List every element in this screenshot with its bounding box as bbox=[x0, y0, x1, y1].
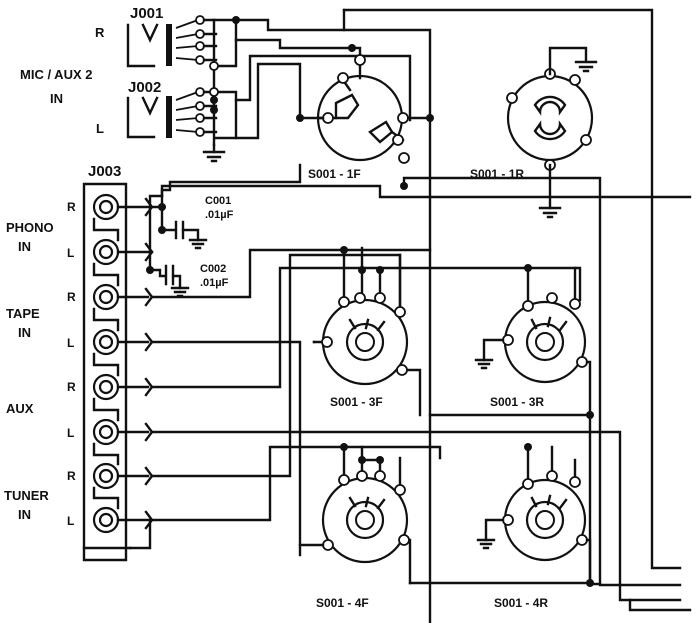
right-bus-wiring bbox=[342, 8, 692, 612]
text-labels: J001 J002 J003 R L MIC / AUX 2 IN PHONO … bbox=[4, 5, 548, 610]
rca-jacks bbox=[92, 193, 154, 534]
phono-in-label: IN bbox=[18, 239, 31, 254]
channel-label-mic-r: R bbox=[95, 25, 105, 40]
rca-jack-aux-l bbox=[92, 418, 154, 446]
phono-label: PHONO bbox=[6, 220, 54, 235]
channel-label-tape-r: R bbox=[67, 290, 76, 304]
capacitor-c002 bbox=[146, 264, 190, 298]
tuner-in-label: IN bbox=[18, 507, 31, 522]
channel-label-aux-l: L bbox=[67, 426, 74, 440]
switch-s001-3r-label: S001 - 3R bbox=[490, 395, 544, 409]
capacitor-c001-value: .01µF bbox=[205, 209, 234, 221]
rca-jack-phono-r bbox=[92, 193, 154, 221]
rca-jack-phono-l bbox=[92, 238, 154, 266]
mic-aux-in-label: IN bbox=[50, 91, 63, 106]
jack-j002 bbox=[126, 87, 205, 139]
jack-j002-label: J002 bbox=[128, 79, 161, 96]
capacitor-c001-name: C001 bbox=[205, 195, 231, 207]
channel-label-mic-l: L bbox=[96, 121, 104, 136]
channel-label-tuner-l: L bbox=[67, 514, 74, 528]
aux-label: AUX bbox=[6, 401, 34, 416]
rca-jack-tuner-r bbox=[92, 462, 154, 490]
channel-label-tuner-r: R bbox=[67, 469, 76, 483]
rca-jack-tape-r bbox=[92, 283, 154, 311]
tape-label: TAPE bbox=[6, 306, 40, 321]
switch-s001-4f bbox=[298, 443, 412, 585]
rca-jack-aux-r bbox=[92, 373, 154, 401]
tuner-wiring bbox=[82, 253, 442, 550]
switch-s001-4f-label: S001 - 4F bbox=[316, 596, 369, 610]
switch-s001-3f bbox=[312, 246, 422, 417]
mic-aux-label: MIC / AUX 2 bbox=[20, 67, 92, 82]
switch-s001-4r bbox=[476, 443, 592, 585]
switch-s001-3f-label: S001 - 3F bbox=[330, 395, 383, 409]
channel-label-tape-l: L bbox=[67, 336, 74, 350]
aux-wiring bbox=[150, 266, 682, 602]
rca-jack-tuner-l bbox=[92, 506, 154, 534]
capacitor-c002-value: .01µF bbox=[200, 277, 229, 289]
tuner-label: TUNER bbox=[4, 488, 49, 503]
channel-label-aux-r: R bbox=[67, 380, 76, 394]
capacitor-c002-name: C002 bbox=[200, 263, 226, 275]
channel-label-phono-r: R bbox=[67, 200, 76, 214]
tape-in-label: IN bbox=[18, 325, 31, 340]
switch-s001-3r bbox=[474, 264, 592, 417]
jack-j001-label: J001 bbox=[130, 5, 163, 22]
switch-s001-1f-label: S001 - 1F bbox=[308, 167, 361, 181]
rca-jack-tape-l bbox=[92, 328, 154, 356]
switch-s001-1r bbox=[506, 46, 598, 219]
switch-s001-1f bbox=[296, 44, 434, 164]
channel-label-phono-l: L bbox=[67, 246, 74, 260]
jack-j001 bbox=[126, 15, 205, 68]
jack-j003-label: J003 bbox=[88, 163, 121, 180]
switch-s001-4r-label: S001 - 4R bbox=[494, 596, 548, 610]
ground-bus-j003 bbox=[92, 217, 120, 510]
mic-jack-wiring bbox=[202, 16, 432, 623]
capacitor-c001 bbox=[158, 203, 208, 250]
phono-wiring bbox=[148, 163, 692, 272]
jack-panel-j003 bbox=[82, 182, 128, 562]
